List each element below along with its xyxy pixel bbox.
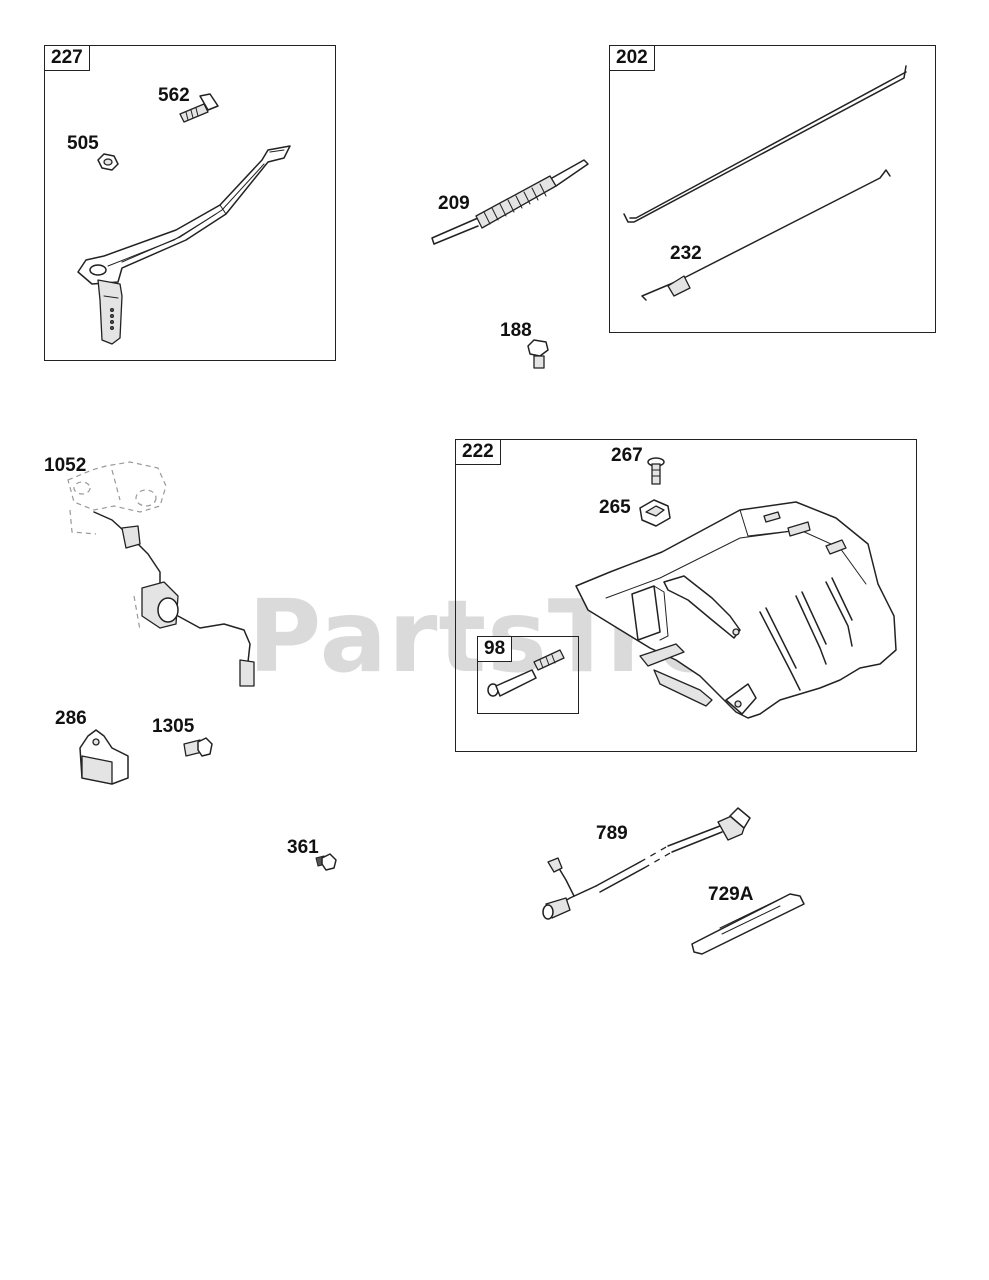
callout-232[interactable]: 232: [670, 243, 702, 264]
nut-361-illustration[interactable]: [315, 853, 337, 871]
callout-505[interactable]: 505: [67, 133, 99, 154]
rod-202-illustration[interactable]: [623, 65, 907, 223]
bolt-562-illustration[interactable]: [179, 93, 219, 123]
group-tag-98: 98: [477, 636, 513, 662]
group-tag-202: 202: [609, 45, 655, 71]
group-box-222[interactable]: 222: [455, 439, 917, 752]
group-tag-227: 227: [44, 45, 90, 71]
screw-267-illustration[interactable]: [647, 457, 665, 485]
callout-209[interactable]: 209: [438, 193, 470, 214]
bracket-222-illustration[interactable]: [575, 501, 897, 719]
link-232-illustration[interactable]: [641, 169, 891, 301]
screw-188-illustration[interactable]: [527, 339, 549, 369]
cable-789-illustration[interactable]: [542, 807, 751, 920]
spring-209-illustration[interactable]: [431, 159, 589, 245]
control-lever-illustration[interactable]: [77, 145, 291, 345]
clip-265-illustration[interactable]: [639, 499, 671, 527]
callout-729a[interactable]: 729A: [708, 884, 754, 905]
callout-562[interactable]: 562: [158, 85, 190, 106]
callout-267[interactable]: 267: [611, 445, 643, 466]
callout-789[interactable]: 789: [596, 823, 628, 844]
callout-1052[interactable]: 1052: [44, 455, 87, 476]
group-box-227[interactable]: 227: [44, 45, 336, 361]
group-tag-222: 222: [455, 439, 501, 465]
pin-98-illustration[interactable]: [487, 649, 565, 697]
plate-729a-illustration[interactable]: [691, 893, 805, 955]
group-box-98[interactable]: 98: [477, 636, 579, 714]
bolt-1305-illustration[interactable]: [183, 737, 213, 757]
callout-361[interactable]: 361: [287, 837, 319, 858]
nut-505-illustration[interactable]: [97, 153, 119, 171]
bracket-286-illustration[interactable]: [79, 729, 129, 785]
callout-188[interactable]: 188: [500, 320, 532, 341]
group-box-202[interactable]: 202: [609, 45, 936, 333]
callout-1305[interactable]: 1305: [152, 716, 195, 737]
callout-265[interactable]: 265: [599, 497, 631, 518]
sensor-1052-illustration[interactable]: [67, 461, 255, 687]
callout-286[interactable]: 286: [55, 708, 87, 729]
